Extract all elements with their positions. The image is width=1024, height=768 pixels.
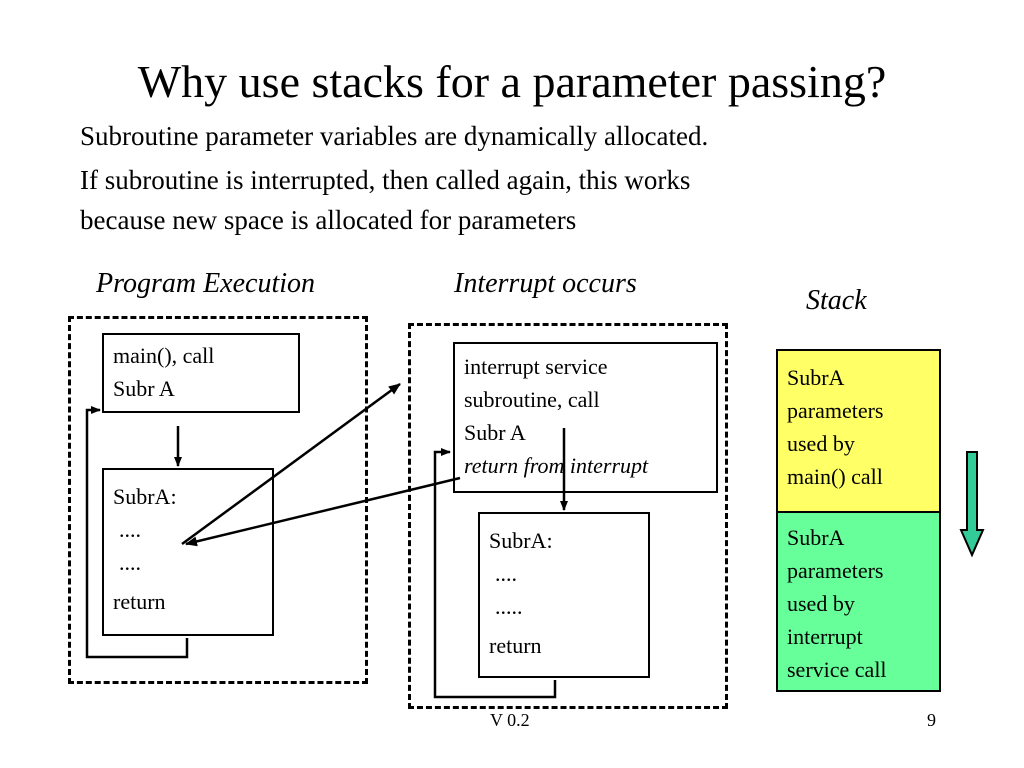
main-box-line-2: Subr A (113, 376, 175, 401)
subra-label: SubrA: (113, 484, 177, 509)
subra-return: return (113, 589, 166, 614)
subra-label: SubrA: (489, 528, 553, 553)
version-label: V 0.2 (490, 710, 530, 730)
stack-top-line-1: SubrA (787, 365, 845, 390)
stack-bottom-line-3: used by (787, 591, 855, 616)
isr-box: interrupt service subroutine, call Subr … (453, 342, 718, 493)
slide-title: Why use stacks for a parameter passing? (137, 56, 887, 107)
isr-line-2: subroutine, call (464, 387, 600, 412)
stack-top-line-4: main() call (787, 464, 883, 489)
heading-interrupt-occurs: Interrupt occurs (454, 268, 637, 299)
bullet-line-1: Subroutine parameter variables are dynam… (80, 121, 709, 151)
stack-top-line-3: used by (787, 431, 855, 456)
isr-line-4: return from interrupt (464, 453, 649, 478)
stack-frame-interrupt: SubrA parameters used by interrupt servi… (776, 511, 941, 692)
stack-bottom-line-2: parameters (787, 558, 884, 583)
subra-return: return (489, 633, 542, 658)
subra-body-line-1: .... (119, 517, 141, 542)
subra-box-main: SubrA: .... .... return (102, 468, 274, 636)
bullet-line-2: If subroutine is interrupted, then calle… (80, 165, 691, 195)
heading-program-execution: Program Execution (96, 268, 316, 299)
subra-body-line-2: .... (119, 550, 141, 575)
page-number: 9 (927, 710, 936, 730)
subra-box-interrupt: SubrA: .... ..... return (478, 512, 650, 678)
heading-stack: Stack (806, 285, 867, 316)
isr-line-3: Subr A (464, 420, 526, 445)
bullet-line-3: because new space is allocated for param… (80, 205, 577, 235)
stack-growth-arrow (959, 451, 985, 558)
isr-line-1: interrupt service (464, 354, 608, 379)
stack-bottom-line-4: interrupt (787, 624, 863, 649)
stack-bottom-line-1: SubrA (787, 525, 845, 550)
stack-top-line-2: parameters (787, 398, 884, 423)
subra-body-line-2: ..... (495, 594, 523, 619)
stack-frame-main: SubrA parameters used by main() call (776, 349, 941, 513)
main-box-line-1: main(), call (113, 343, 215, 368)
main-call-box: main(), call Subr A (102, 333, 300, 413)
subra-body-line-1: .... (495, 561, 517, 586)
stack-bottom-line-5: service call (787, 657, 887, 682)
